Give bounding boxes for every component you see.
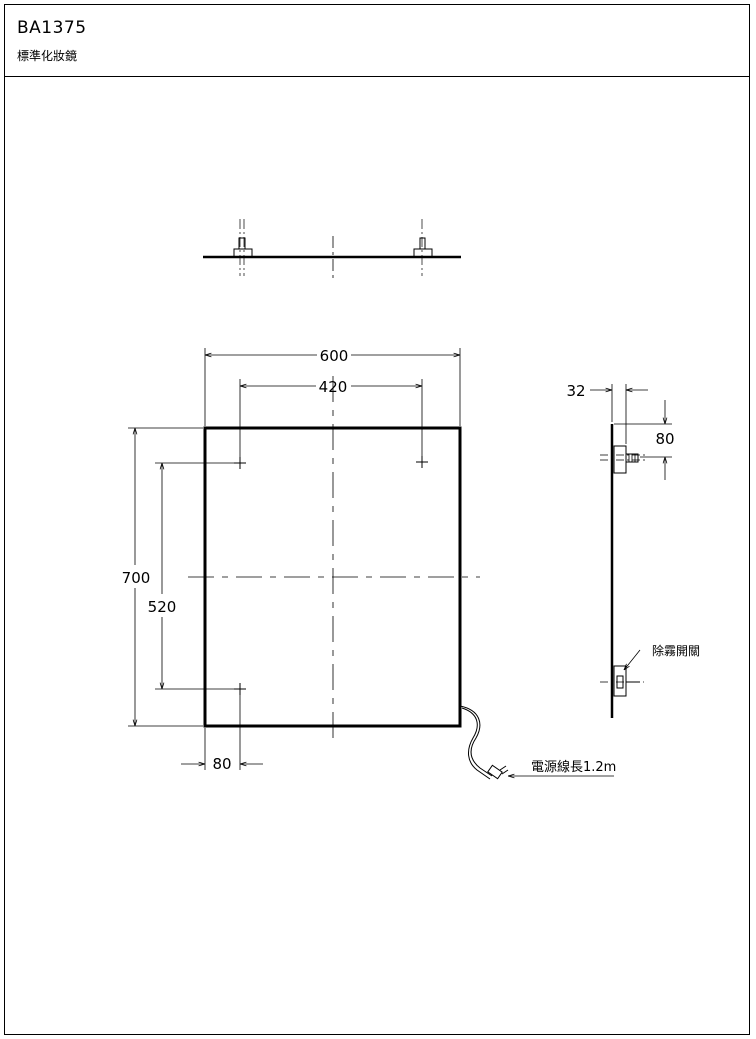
dimension-bracket-offset: 80 (614, 400, 675, 480)
power-cord: 電源線長1.2m (459, 705, 616, 780)
defog-switch-callout: 除霧開關 (652, 643, 700, 658)
dimension-label-520: 520 (148, 598, 177, 616)
dimension-depth: 32 (566, 382, 648, 444)
power-cord-callout: 電源線長1.2m (531, 759, 616, 775)
defog-switch-leader (624, 649, 641, 670)
dimension-label-600: 600 (320, 347, 349, 365)
power-plug (487, 764, 503, 780)
dimension-label-32: 32 (566, 382, 585, 400)
dimension-overall-width: 600 (204, 347, 461, 426)
title-block-divider (4, 76, 750, 77)
front-view: 600 420 700 (122, 347, 616, 780)
side-view-upper-bracket (613, 445, 627, 474)
dimension-hole-spacing-height: 520 (148, 462, 236, 690)
dimension-label-80-vertical: 80 (655, 430, 674, 448)
dimension-label-80-horizontal: 80 (212, 755, 231, 773)
drawing-border (4, 4, 750, 1035)
defog-switch-housing (613, 665, 627, 697)
dimension-label-700: 700 (122, 569, 151, 587)
product-name: 標準化妝鏡 (17, 49, 78, 63)
top-view (203, 219, 461, 278)
model-number: BA1375 (17, 18, 87, 38)
dimension-overall-height: 700 (122, 427, 203, 727)
side-view: 除霧開關 32 80 (566, 382, 700, 718)
dimension-edge-offset: 80 (181, 695, 263, 773)
dimension-label-420: 420 (319, 378, 348, 396)
dimension-hole-spacing-width: 420 (239, 378, 423, 460)
